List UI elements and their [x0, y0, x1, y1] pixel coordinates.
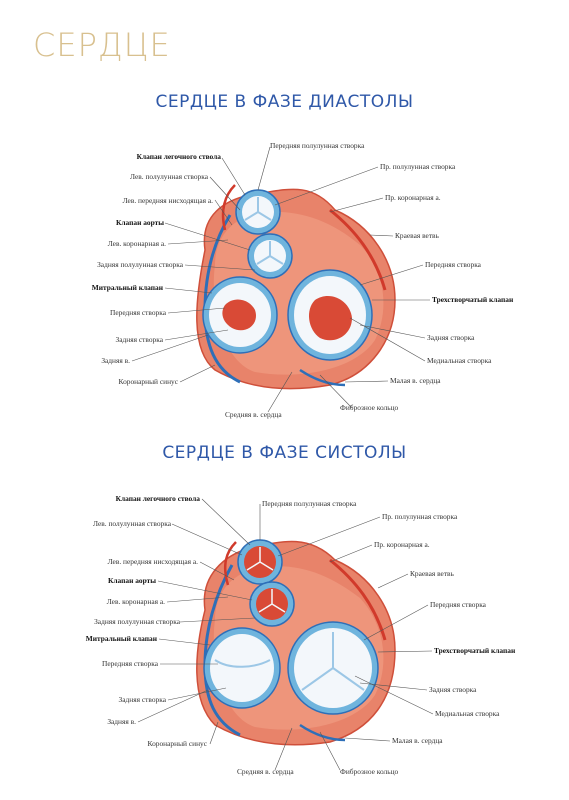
- systole-leaders: [137, 498, 434, 771]
- label-fibrous-ring: Фиброзное кольцо: [340, 403, 399, 412]
- label-small-vein: Малая в. сердца: [390, 376, 441, 385]
- s-label-ant-semilunar: Передняя полулунная створка: [262, 499, 357, 508]
- s-label-ant-cusp-left: Передняя створка: [102, 659, 158, 668]
- diastole-title: СЕРДЦЕ В ФАЗЕ ДИАСТОЛЫ: [155, 92, 414, 112]
- s-label-marginal: Краевая ветвь: [410, 569, 454, 578]
- s-label-middle-vein: Средняя в. сердца: [237, 767, 294, 776]
- label-medial-cusp: Медиальная створка: [427, 356, 492, 365]
- s-label-mitral: Митральный клапан: [85, 634, 157, 643]
- label-post-cusp-left: Задняя створка: [115, 335, 163, 344]
- s-label-coronary-sinus: Коронарный синус: [147, 739, 207, 748]
- label-right-semilunar: Пр. полулунная створка: [380, 162, 456, 171]
- label-lad: Лев. передняя нисходящая а.: [122, 196, 213, 205]
- label-left-semilunar: Лев. полулунная створка: [130, 172, 208, 181]
- s-label-post-cusp-right: Задняя створка: [429, 685, 477, 694]
- label-post-semilunar: Задняя полулунная створка: [97, 260, 183, 269]
- label-mitral: Митральный клапан: [91, 283, 163, 292]
- diastole-leaders: [131, 146, 430, 413]
- s-label-lad: Лев. передняя нисходящая а.: [107, 557, 198, 566]
- label-ant-cusp-left: Передняя створка: [110, 308, 166, 317]
- label-tricuspid: Трехстворчатый клапан: [432, 295, 514, 304]
- s-label-post-semilunar: Задняя полулунная створка: [94, 617, 180, 626]
- label-ant-semilunar: Передняя полулунная створка: [270, 141, 365, 150]
- label-pulm-valve: Клапан легочного ствола: [136, 152, 221, 161]
- s-label-ant-cusp-right: Передняя створка: [430, 600, 486, 609]
- s-label-small-vein: Малая в. сердца: [392, 736, 443, 745]
- systole-heart: [196, 539, 396, 746]
- s-label-pulm-valve: Клапан легочного ствола: [115, 494, 200, 503]
- s-label-medial-cusp: Медиальная створка: [435, 709, 500, 718]
- s-label-fibrous-ring: Фиброзное кольцо: [340, 767, 399, 776]
- s-label-post-vein: Задняя в.: [107, 717, 136, 726]
- s-label-right-semilunar: Пр. полулунная створка: [382, 512, 458, 521]
- label-ant-cusp-right: Передняя створка: [425, 260, 481, 269]
- diastole-heart: [196, 184, 396, 390]
- systole-title: СЕРДЦЕ В ФАЗЕ СИСТОЛЫ: [162, 443, 407, 463]
- label-aortic-valve: Клапан аорты: [116, 218, 164, 227]
- label-coronary-sinus: Коронарный синус: [118, 377, 178, 386]
- label-marginal: Краевая ветвь: [395, 231, 439, 240]
- s-label-right-coronary: Пр. коронарная а.: [374, 540, 430, 549]
- label-middle-vein: Средняя в. сердца: [225, 410, 282, 419]
- page-title: СЕРДЦЕ: [33, 26, 171, 64]
- label-right-coronary: Пр. коронарная а.: [385, 193, 441, 202]
- s-label-aortic-valve: Клапан аорты: [108, 576, 156, 585]
- s-label-post-cusp-left: Задняя створка: [118, 695, 166, 704]
- s-label-left-coronary: Лев. коронарная а.: [106, 597, 165, 606]
- label-left-coronary: Лев. коронарная а.: [107, 239, 166, 248]
- label-post-cusp-right: Задняя створка: [427, 333, 475, 342]
- s-label-tricuspid: Трехстворчатый клапан: [434, 646, 516, 655]
- label-post-vein: Задняя в.: [101, 356, 130, 365]
- s-label-left-semilunar: Лев. полулунная створка: [93, 519, 171, 528]
